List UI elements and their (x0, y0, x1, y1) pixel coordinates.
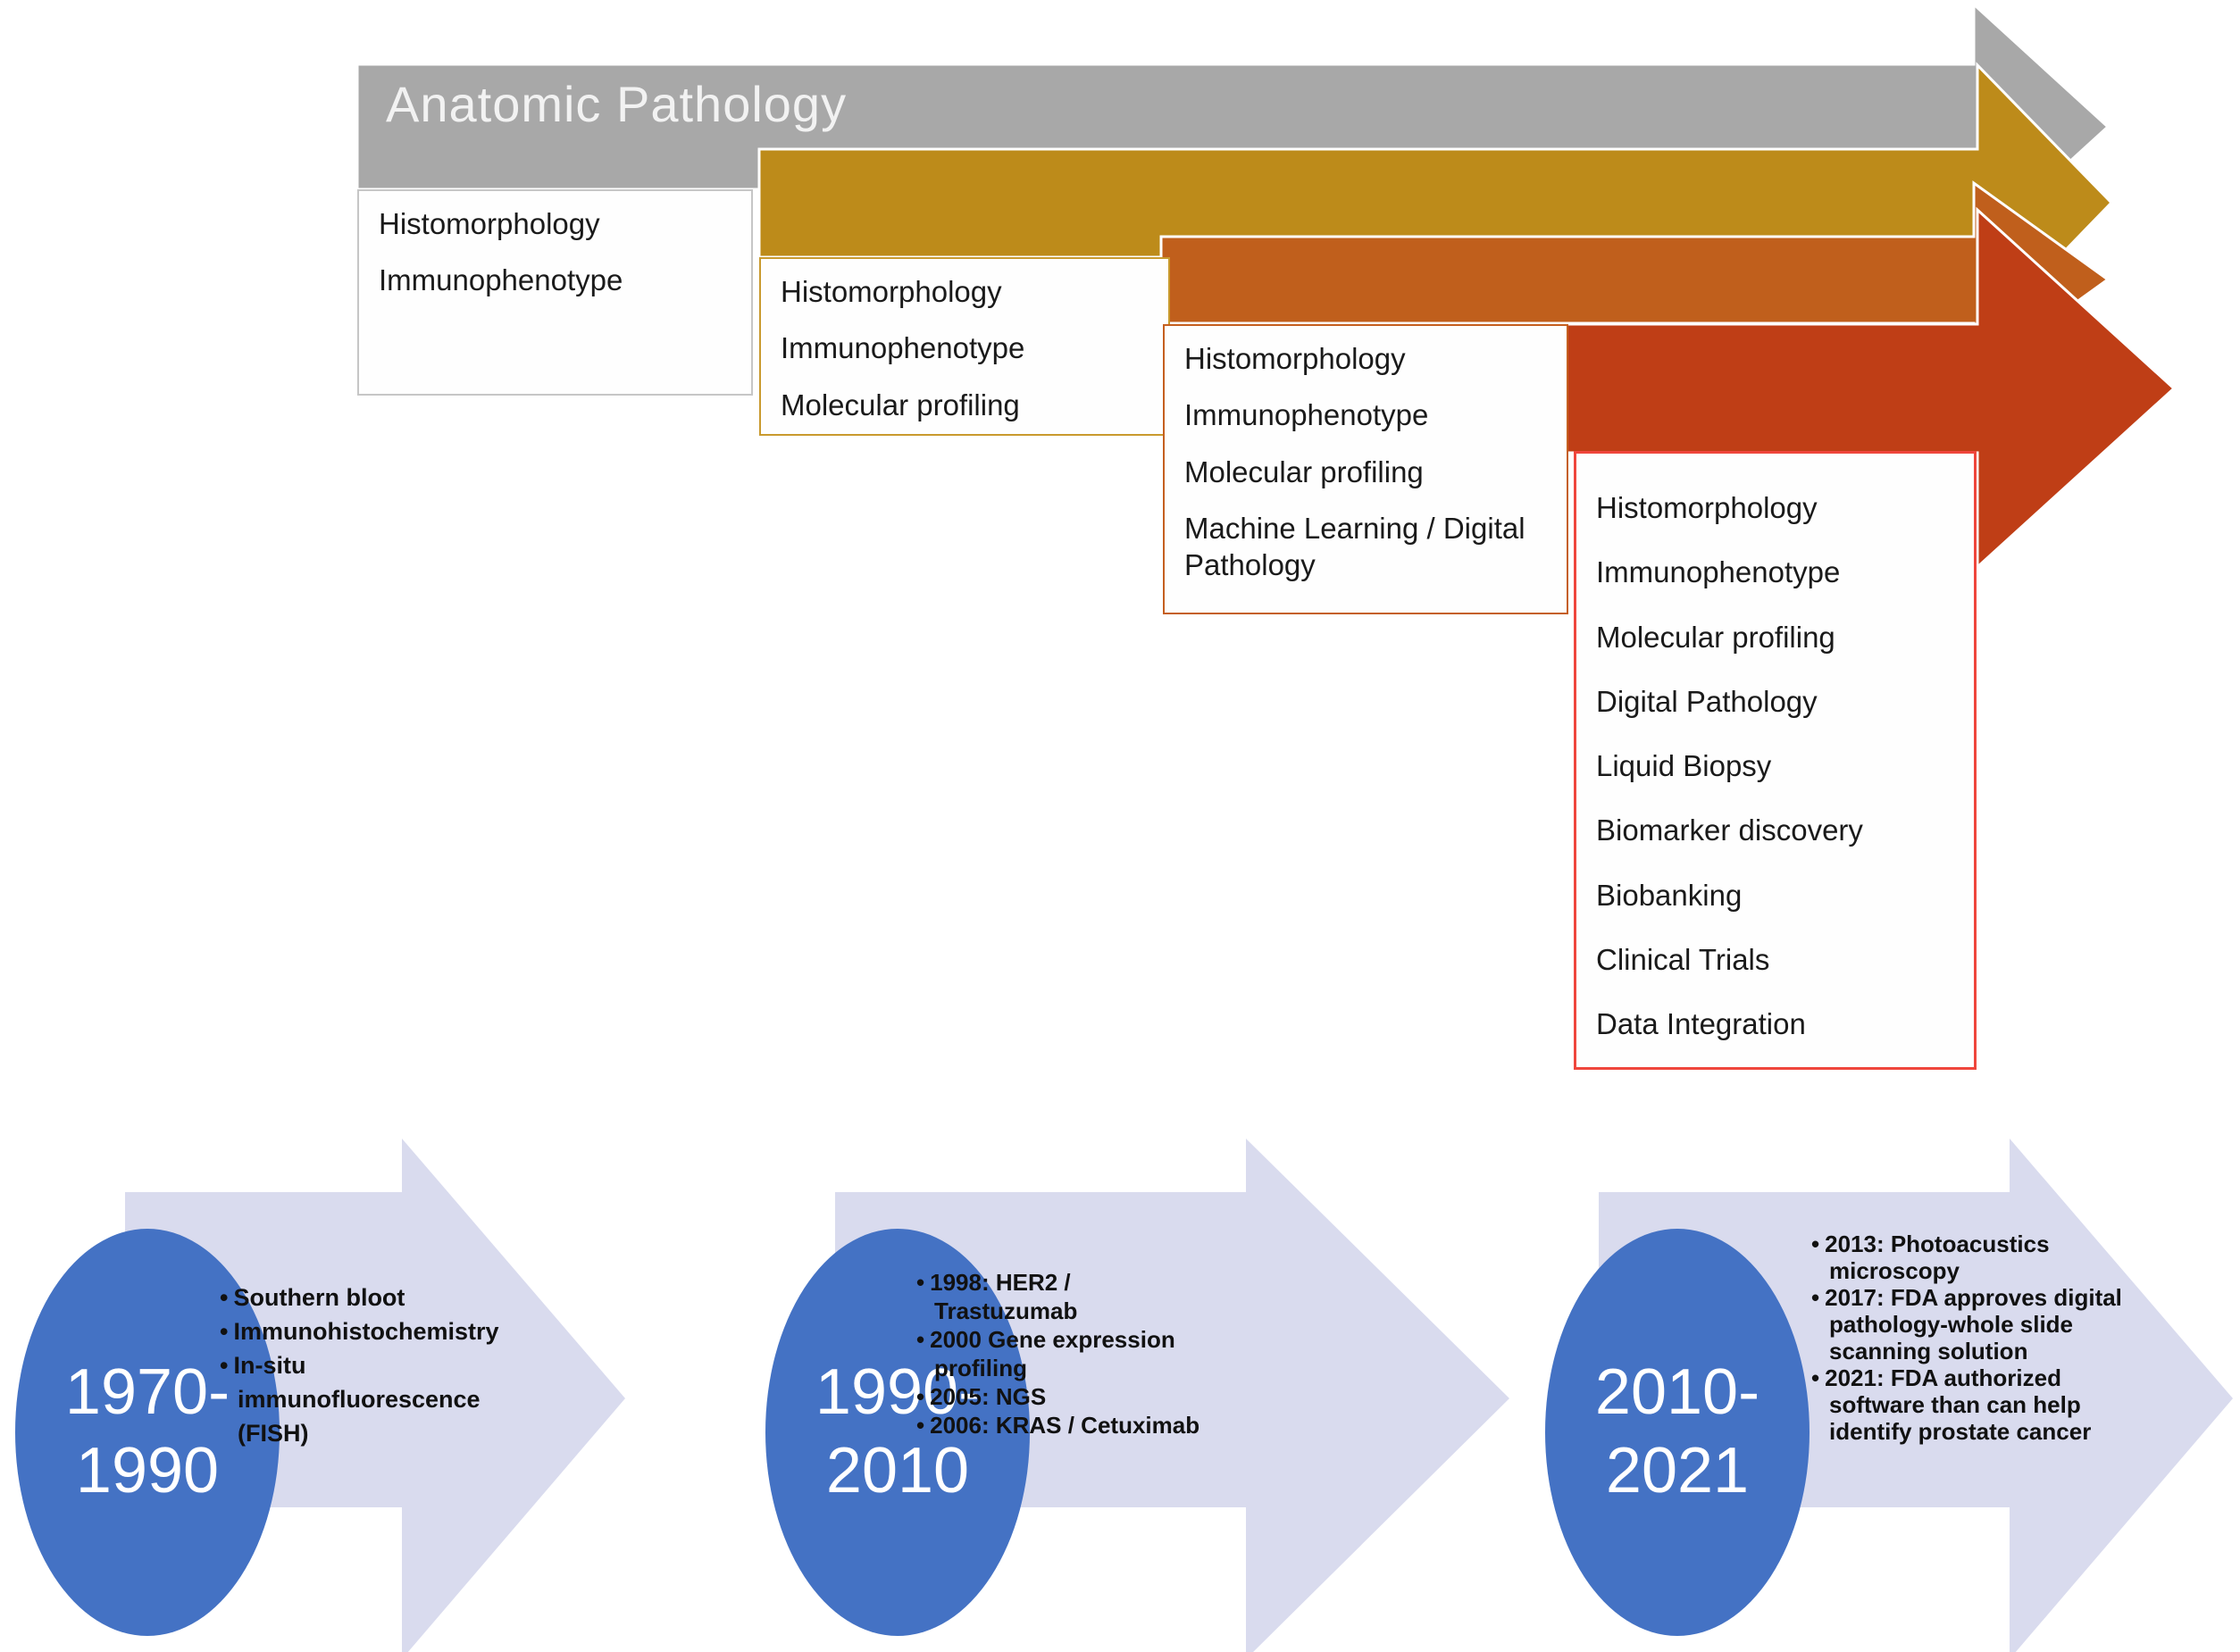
event-item: 2017: FDA approves digital pathology-who… (1811, 1284, 2122, 1364)
capability-item: Histomorphology (1184, 342, 1406, 375)
era-3-capabilities-box: Histomorphology Immunophenotype Molecula… (1163, 324, 1568, 614)
diagram-title: Anatomic Pathology (386, 76, 848, 132)
capability-item: Molecular profiling (781, 388, 1020, 421)
period-1-events: Southern bloot Immunohistochemistry In-s… (220, 1281, 498, 1450)
capability-item: Histomorphology (1596, 491, 1818, 524)
event-item: In-situ immunofluorescence (FISH) (220, 1348, 498, 1450)
capability-item: Digital Pathology (1596, 684, 1818, 718)
event-item: 2013: Photoacustics microscopy (1811, 1231, 2122, 1284)
period-2-events: 1998: HER2 / Trastuzumab 2000 Gene expre… (916, 1268, 1216, 1439)
capability-item: Machine Learning / Digital Pathology (1184, 511, 1525, 581)
capability-item: Biomarker discovery (1596, 813, 1863, 847)
event-item: 2021: FDA authorized software than can h… (1811, 1364, 2122, 1445)
event-item: Southern bloot (220, 1281, 498, 1314)
era-4-capabilities-box: Histomorphology Immunophenotype Molecula… (1574, 451, 1977, 1070)
era-1-capabilities-box: Histomorphology Immunophenotype (357, 189, 753, 396)
capability-item: Immunophenotype (379, 263, 623, 297)
capability-item: Biobanking (1596, 878, 1743, 912)
capability-item: Immunophenotype (1184, 398, 1429, 432)
period-circle-2010-2021: 2010- 2021 (1545, 1229, 1810, 1636)
capability-item: Liquid Biopsy (1596, 749, 1772, 782)
capability-item: Data Integration (1596, 1007, 1806, 1040)
capability-item: Clinical Trials (1596, 942, 1770, 976)
period-years-line1: 1970- (64, 1356, 230, 1429)
period-years-line2: 2021 (1605, 1435, 1750, 1506)
period-years-line2: 2010 (825, 1435, 970, 1506)
event-item: Immunohistochemistry (220, 1314, 498, 1348)
period-3-events: 2013: Photoacustics microscopy 2017: FDA… (1811, 1231, 2122, 1445)
period-years-line2: 1990 (75, 1435, 220, 1506)
capability-item: Histomorphology (379, 207, 600, 240)
era-2-capabilities-box: Histomorphology Immunophenotype Molecula… (759, 257, 1170, 436)
capability-item: Immunophenotype (781, 331, 1025, 365)
event-item: 2006: KRAS / Cetuximab (916, 1411, 1216, 1439)
event-item: 2005: NGS (916, 1382, 1216, 1411)
capability-item: Histomorphology (781, 275, 1002, 308)
capability-item: Molecular profiling (1184, 455, 1424, 488)
period-years-line1: 2010- (1594, 1356, 1760, 1429)
event-item: 2000 Gene expression profiling (916, 1325, 1216, 1382)
event-item: 1998: HER2 / Trastuzumab (916, 1268, 1216, 1325)
capability-item: Molecular profiling (1596, 620, 1835, 654)
capability-item: Immunophenotype (1596, 555, 1841, 589)
